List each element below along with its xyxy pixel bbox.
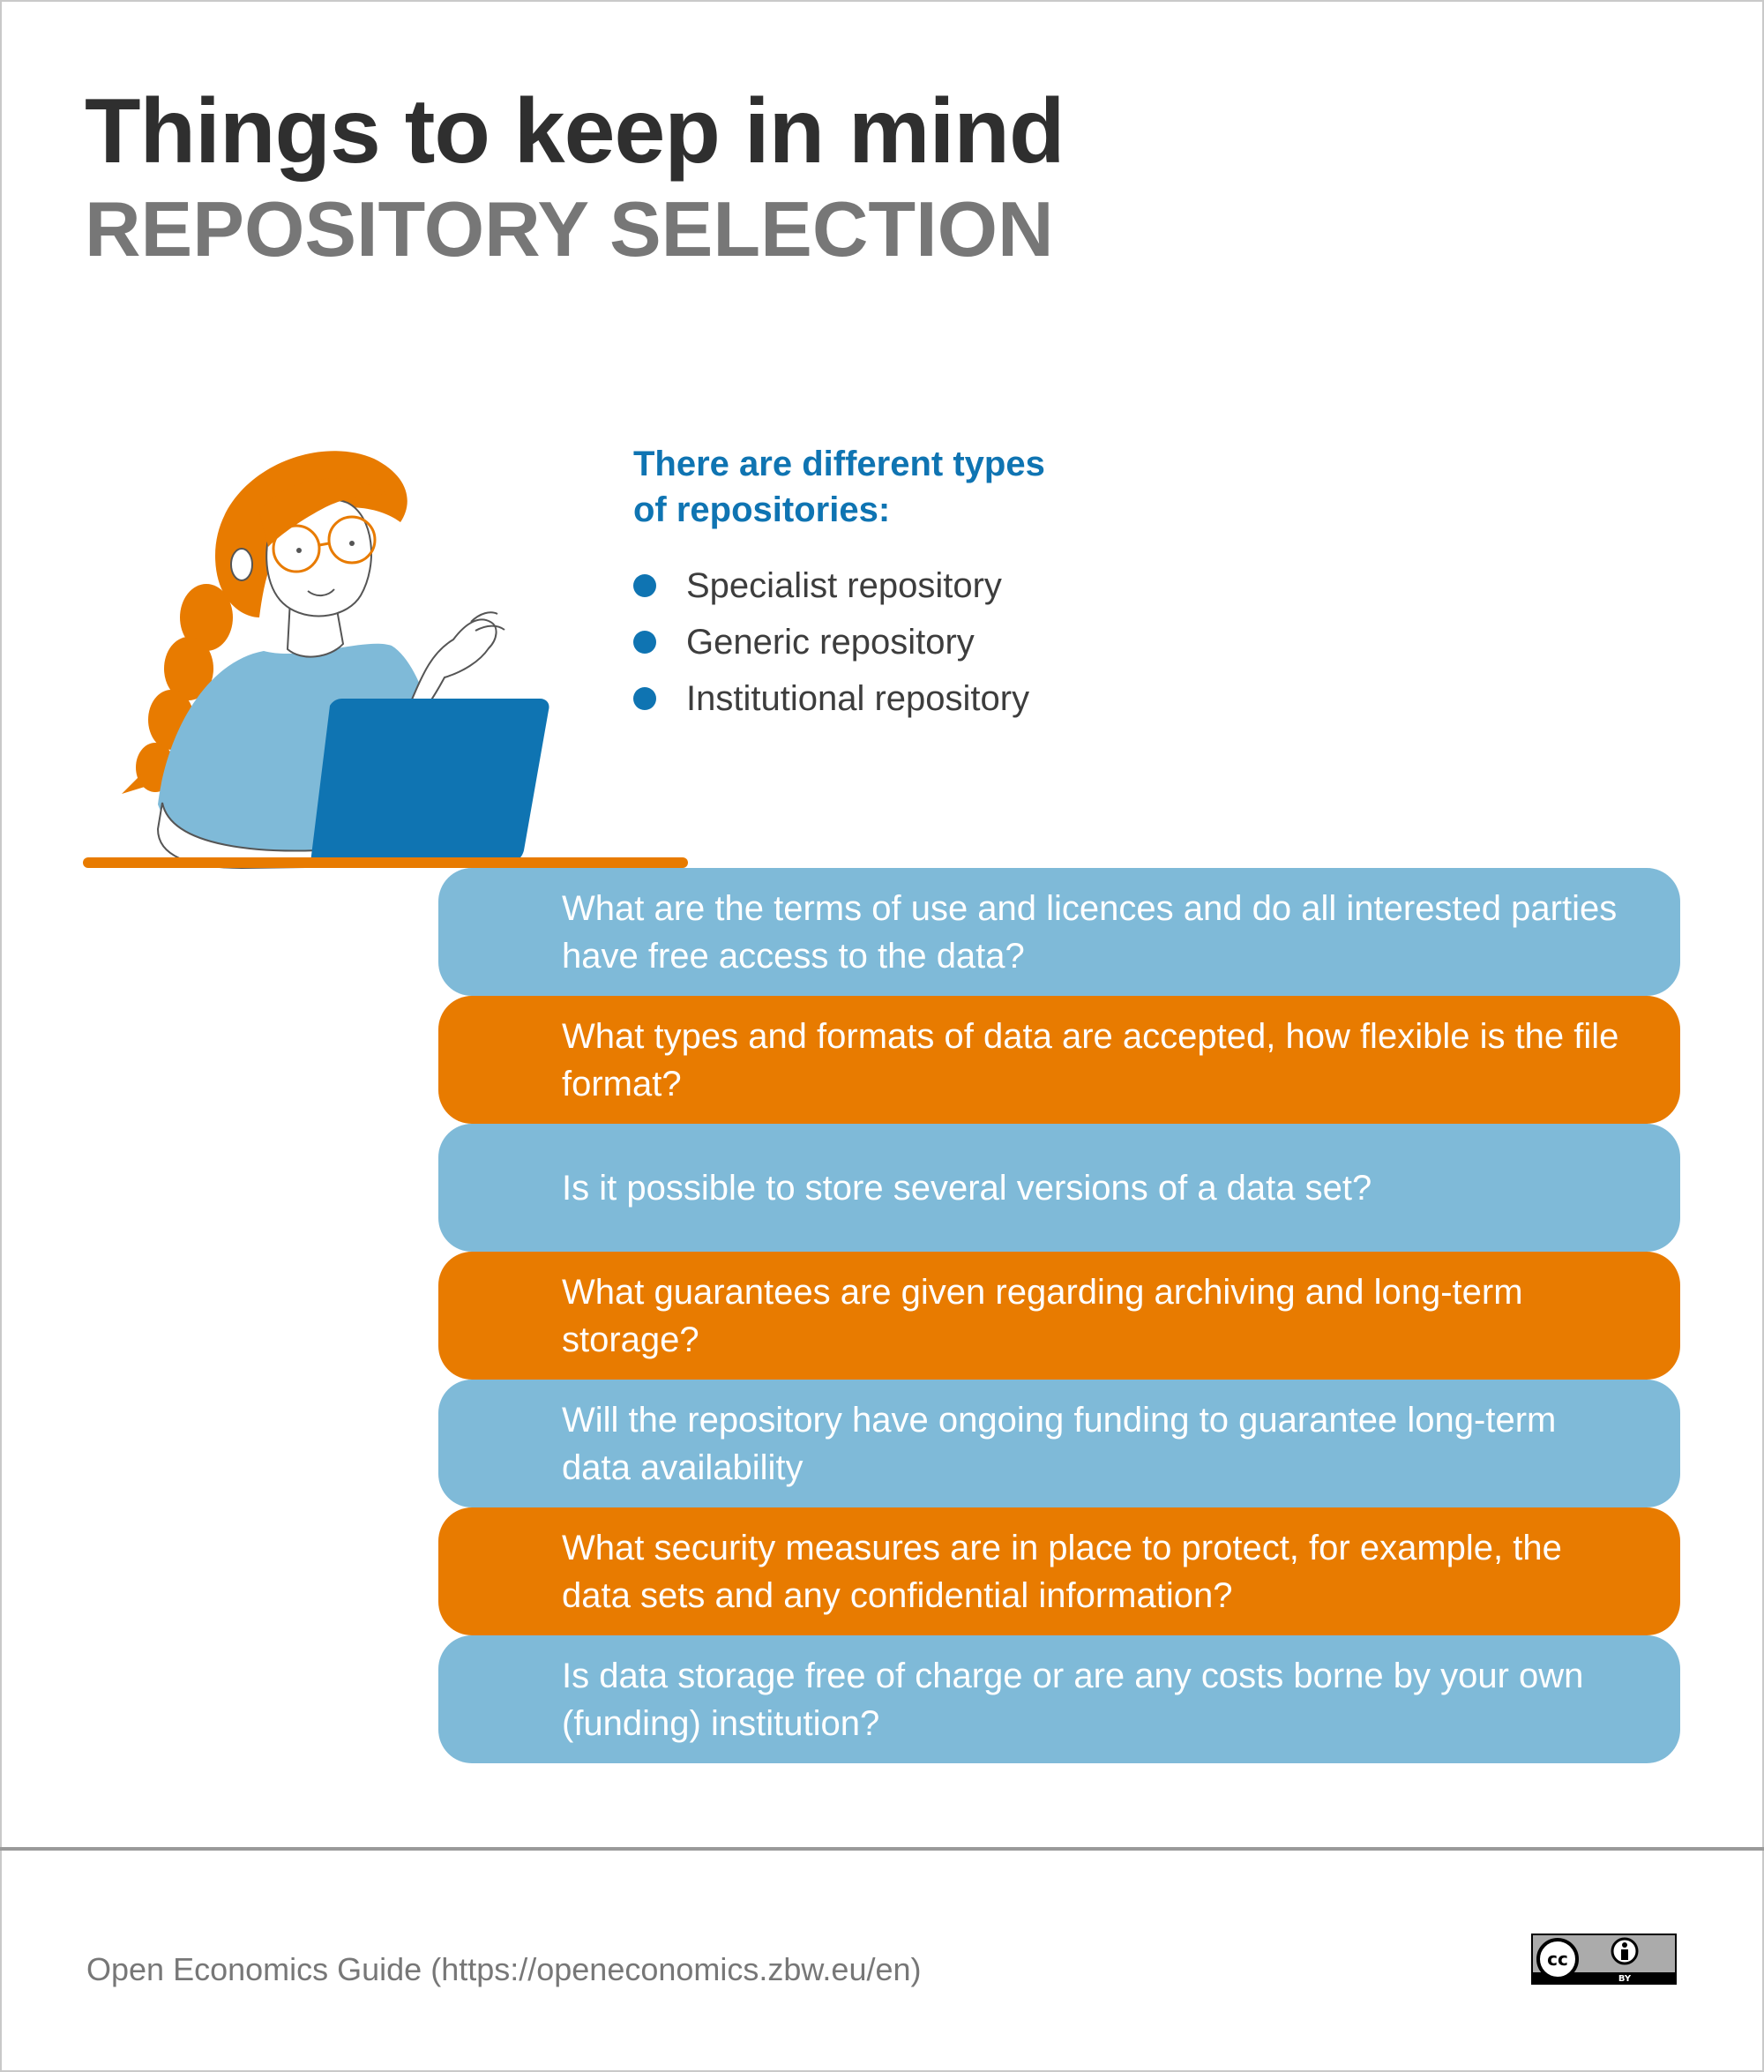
question-text: What types and formats of data are accep… <box>562 1016 1619 1103</box>
question-card: Is data storage free of charge or are an… <box>438 1635 1680 1763</box>
question-card: What are the terms of use and licences a… <box>438 868 1680 996</box>
list-item-label: Institutional repository <box>686 678 1030 718</box>
list-item: Generic repository <box>633 614 1029 670</box>
list-item: Institutional repository <box>633 670 1029 727</box>
heading-line-1: There are different types <box>633 445 1045 483</box>
list-item-label: Specialist repository <box>686 565 1002 605</box>
svg-text:cc: cc <box>1547 1949 1568 1970</box>
bullet-icon <box>633 687 656 710</box>
list-item-label: Generic repository <box>686 622 975 662</box>
question-text: Is it possible to store several versions… <box>562 1168 1372 1208</box>
footer-source: Open Economics Guide (https://openeconom… <box>86 1951 922 1987</box>
question-card: What security measures are in place to p… <box>438 1507 1680 1635</box>
heading-line-2: of repositories: <box>633 490 891 529</box>
question-text: Will the repository have ongoing funding… <box>562 1400 1557 1487</box>
question-card: Will the repository have ongoing funding… <box>438 1380 1680 1507</box>
desk <box>83 857 688 868</box>
footer-divider <box>0 1847 1764 1851</box>
question-text: What guarantees are given regarding arch… <box>562 1272 1523 1359</box>
page-subtitle: REPOSITORY SELECTION <box>85 185 1054 273</box>
svg-text:BY: BY <box>1618 1974 1632 1984</box>
questions-stack: What are the terms of use and licences a… <box>438 868 1680 1763</box>
question-card: What types and formats of data are accep… <box>438 996 1680 1124</box>
repository-types-heading: There are different types of repositorie… <box>633 441 1198 533</box>
glasses <box>272 515 377 573</box>
list-item: Specialist repository <box>633 557 1029 614</box>
question-text: What security measures are in place to p… <box>562 1528 1562 1615</box>
page-title: Things to keep in mind <box>85 80 1065 183</box>
question-card: What guarantees are given regarding arch… <box>438 1252 1680 1380</box>
laptop <box>310 699 549 863</box>
question-card: Is it possible to store several versions… <box>438 1124 1680 1252</box>
bullet-icon <box>633 631 656 654</box>
cc-by-license-icon: cc BY <box>1531 1934 1677 1985</box>
question-text: Is data storage free of charge or are an… <box>562 1656 1584 1743</box>
woman-with-laptop-illustration <box>83 451 688 870</box>
repository-types-list: Specialist repository Generic repository… <box>633 557 1029 727</box>
question-text: What are the terms of use and licences a… <box>562 888 1618 976</box>
bullet-icon <box>633 574 656 597</box>
